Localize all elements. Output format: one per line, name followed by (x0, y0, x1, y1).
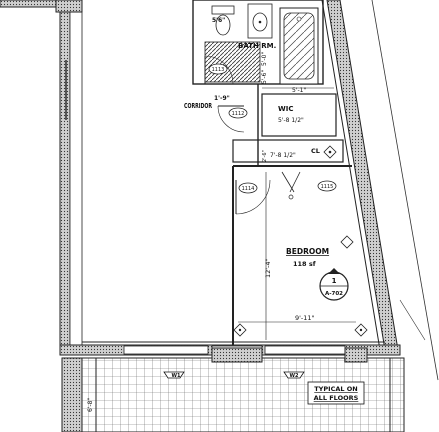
bedroom-dim-vertical: 12'-4" (264, 258, 272, 278)
top-left-wall-fragment (0, 0, 57, 8)
svg-text:ALL FLOORS: ALL FLOORS (314, 394, 359, 402)
wic-room: WIC 5'-8 1/2" 1112 1'-9" (214, 93, 337, 137)
svg-text:1: 1 (332, 277, 337, 285)
bedroom-door-tag-b: 1115 (317, 180, 337, 192)
interior-walls (232, 84, 352, 345)
bath-door-tag: 1113 (208, 63, 228, 75)
svg-text:1113: 1113 (212, 67, 225, 73)
bath-dim-partial: 5'6" (212, 17, 225, 24)
bath-room-name: BATH RM. (238, 42, 276, 50)
corridor-label: CORRIDOR (184, 102, 212, 110)
svg-text:W1: W1 (172, 373, 182, 379)
bedroom-area: 118 sf (293, 260, 316, 268)
svg-text:WIC: WIC (278, 105, 293, 113)
property-line (371, 0, 439, 381)
bedroom-dim-horizontal: 9'-11" (295, 314, 315, 322)
exterior-wall-left (59, 0, 83, 346)
svg-text:7'-8 1/2": 7'-8 1/2" (270, 152, 296, 159)
svg-text:1112: 1112 (232, 111, 245, 117)
svg-text:5'-8 1/2": 5'-8 1/2" (278, 117, 304, 124)
bath-dim-b: 5'-6" (261, 70, 268, 84)
section-marker: 1 A-702 (319, 268, 349, 301)
wic-dim-left: 1'-9" (214, 95, 230, 102)
svg-text:2'-6": 2'-6" (262, 150, 268, 162)
bedroom-name: BEDROOM (286, 247, 329, 256)
svg-text:1115: 1115 (321, 184, 334, 190)
wic-dim-top: 5'-1" (292, 87, 306, 94)
window-tag-w1: W1 (163, 371, 185, 379)
svg-text:A-702: A-702 (325, 291, 343, 297)
toilet-icon (211, 5, 235, 36)
svg-text:CL: CL (311, 147, 320, 155)
leader-line (399, 299, 426, 341)
window-tag-w2: W2 (283, 371, 305, 379)
wall-tags (233, 323, 368, 337)
svg-text:TYPICAL ON: TYPICAL ON (314, 385, 358, 393)
bedroom: BEDROOM 118 sf 12'-4" 9'-11" 1114 1115 (235, 171, 356, 340)
bathroom: 5'6" BATH RM. 5'-0" 5'-6" 1113 (192, 0, 324, 85)
svg-text:1114: 1114 (242, 186, 255, 192)
typical-note: TYPICAL ON ALL FLOORS (307, 381, 365, 405)
wic-door-tag: 1112 (228, 107, 248, 119)
sink-icon (247, 3, 273, 39)
closet-room: 7'-8 1/2" 2'-6" CL (232, 139, 344, 163)
column-blocks (211, 347, 368, 363)
svg-text:W2: W2 (290, 373, 300, 379)
diamond-tag-icon (340, 235, 354, 249)
closet-tag: CL (311, 145, 337, 159)
balcony-dim: 6'-8" (87, 398, 94, 412)
wall-corner (55, 0, 83, 13)
bath-dim-a: 5'-0" (261, 52, 268, 66)
bedroom-door-tag-a: 1114 (238, 182, 258, 194)
